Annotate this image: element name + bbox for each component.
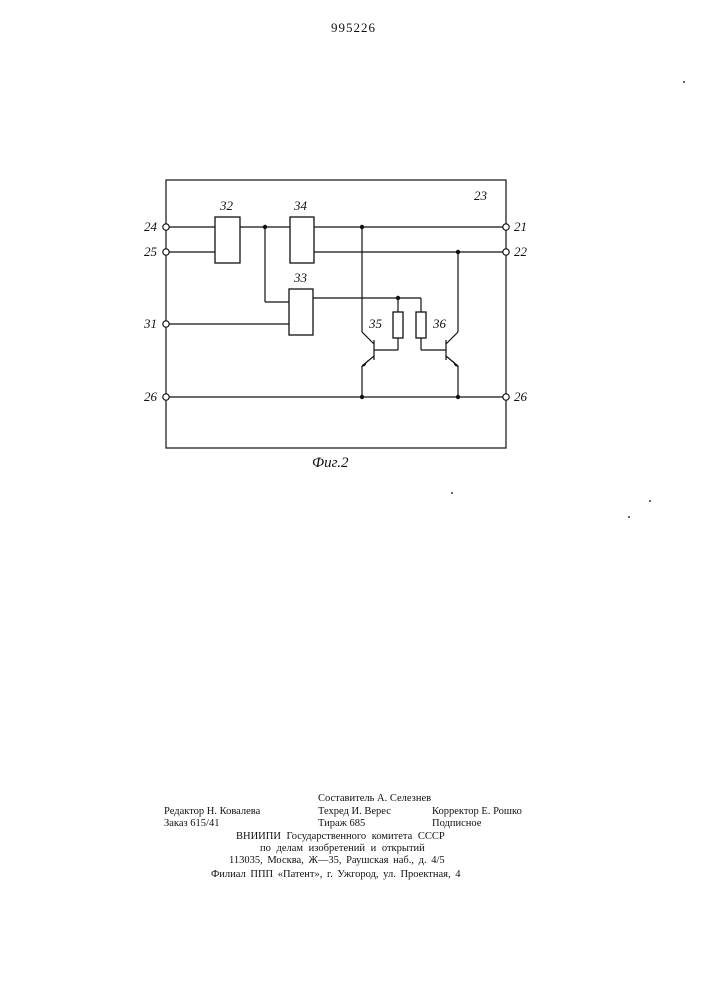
label-terminal-24: 24 — [144, 219, 158, 234]
label-terminal-26-left: 26 — [144, 389, 158, 404]
block-32 — [215, 217, 240, 263]
resistor-right — [416, 312, 426, 338]
scan-speck — [628, 516, 630, 518]
label-block-33: 33 — [293, 270, 308, 285]
resistor-left — [393, 312, 403, 338]
label-terminal-31: 31 — [143, 316, 157, 331]
junction-dot — [456, 250, 460, 254]
label-terminal-25: 25 — [144, 244, 158, 259]
terminal-21 — [503, 224, 509, 230]
block-33 — [289, 289, 313, 335]
order-line: Заказ 615/41 — [164, 818, 219, 830]
scan-speck — [451, 492, 453, 494]
subscription-line: Подписное — [432, 818, 481, 830]
scan-speck — [683, 81, 685, 83]
junction-dot — [456, 395, 460, 399]
circulation-line: Тираж 685 — [318, 818, 365, 830]
label-block-32: 32 — [219, 198, 234, 213]
block-34 — [290, 217, 314, 263]
label-transistor-36: 36 — [432, 316, 447, 331]
junction-dot — [360, 395, 364, 399]
label-terminal-21: 21 — [514, 219, 527, 234]
editor-line: Редактор Н. Ковалева — [164, 806, 260, 818]
junction-dot — [360, 225, 364, 229]
label-terminal-22: 22 — [514, 244, 528, 259]
scan-speck — [649, 500, 651, 502]
techred-line: Техред И. Верес — [318, 806, 391, 818]
terminal-26-right — [503, 394, 509, 400]
terminal-22 — [503, 249, 509, 255]
branch-line: Филиал ППП «Патент», г. Ужгород, ул. Про… — [211, 869, 460, 881]
label-transistor-35: 35 — [368, 316, 383, 331]
junction-dot — [396, 296, 400, 300]
corrector-line: Корректор Е. Рошко — [432, 806, 522, 818]
junction-dot — [263, 225, 267, 229]
compiler-line: Составитель А. Селезнев — [318, 793, 431, 805]
terminal-25 — [163, 249, 169, 255]
institute-line-1: ВНИИПИ Государственного комитета СССР — [236, 831, 445, 843]
frame-label: 23 — [474, 188, 488, 203]
figure-caption: Фиг.2 — [312, 455, 348, 472]
terminal-26-left — [163, 394, 169, 400]
label-block-34: 34 — [293, 198, 308, 213]
institute-line-2: по делам изобретений и открытий — [260, 843, 425, 855]
terminal-31 — [163, 321, 169, 327]
terminal-24 — [163, 224, 169, 230]
address-line: 113035, Москва, Ж—35, Раушская наб., д. … — [229, 855, 445, 867]
label-terminal-26-right: 26 — [514, 389, 528, 404]
